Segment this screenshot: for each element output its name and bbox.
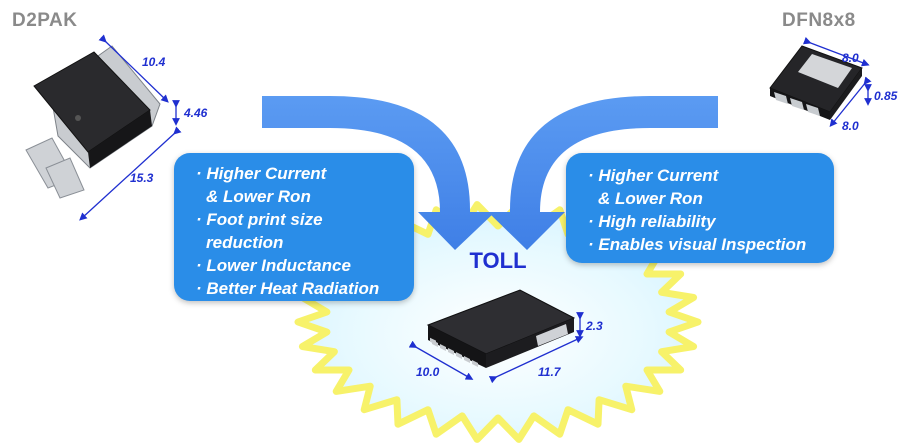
right-benefits-callout: · Higher Current & Lower Ron · High reli… [566, 153, 834, 263]
d2pak-width-label: 10.4 [142, 55, 166, 69]
dfn-top-label: 8.0 [842, 51, 859, 65]
d2pak-height-label: 4.46 [183, 106, 208, 120]
right-benefit-2-text: High reliability [598, 212, 716, 231]
right-benefit-1: · Higher Current & Lower Ron [588, 164, 824, 210]
dfn8x8-title: DFN8x8 [782, 10, 856, 31]
toll-width-dimension-line [408, 340, 474, 380]
d2pak-title: D2PAK [12, 10, 78, 31]
d2pak-length-label: 15.3 [130, 171, 154, 185]
right-curved-arrow [488, 96, 718, 250]
right-benefit-2: · High reliability [588, 212, 716, 231]
dfn-height-label: 0.85 [874, 89, 898, 103]
left-curved-arrow [262, 96, 495, 250]
dfn-top-dimension-line [802, 36, 870, 67]
toll-length-label: 11.7 [538, 365, 562, 379]
d2pak-length-dimension-line [79, 126, 182, 221]
toll-title: TOLL [469, 248, 526, 273]
toll-length-dimension-line [488, 336, 584, 384]
left-benefit-4: · Better Heat Radiation [196, 279, 380, 298]
dfn-side-label: 8.0 [842, 119, 859, 133]
right-benefit-1-line-1: Higher Current [598, 166, 719, 185]
toll-height-label: 2.3 [585, 319, 603, 333]
right-benefit-3: · Enables visual Inspection [588, 235, 807, 254]
left-benefit-3-text: Lower Inductance [206, 256, 351, 275]
left-benefits-callout: · Higher Current & Lower Ron · Foot prin… [174, 153, 414, 301]
left-benefit-1-line-2: & Lower Ron [206, 187, 311, 206]
left-benefit-2-line-1: Foot print size [206, 210, 323, 229]
left-benefit-4-text: Better Heat Radiation [206, 279, 380, 298]
left-benefit-2: · Foot print size reduction [196, 208, 404, 254]
right-benefit-1-line-2: & Lower Ron [598, 189, 703, 208]
left-benefit-1: · Higher Current & Lower Ron [196, 162, 404, 208]
dfn-side-dimension-line [829, 76, 872, 128]
left-benefit-1-line-1: Higher Current [206, 164, 327, 183]
toll-width-label: 10.0 [416, 365, 440, 379]
left-benefit-2-line-2: reduction [206, 233, 284, 252]
d2pak-width-dimension-line [98, 34, 169, 103]
right-benefit-3-text: Enables visual Inspection [598, 235, 807, 254]
left-benefit-3: · Lower Inductance [196, 256, 351, 275]
